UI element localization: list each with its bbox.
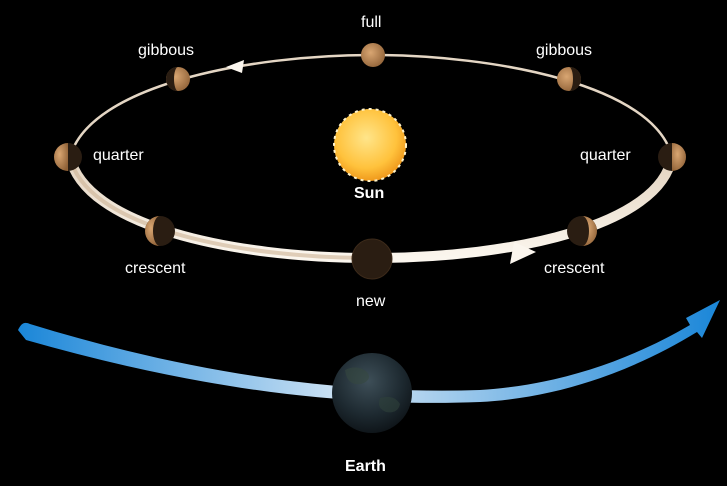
- orbit-arrow-top-icon: [226, 60, 244, 73]
- earth-orbit-path: [18, 300, 720, 403]
- label-gibbous-right: gibbous: [536, 42, 593, 59]
- label-crescent-left: crescent: [125, 260, 186, 277]
- moon-crescent-right-icon: [567, 216, 597, 246]
- label-full: full: [361, 14, 382, 31]
- earth: [332, 353, 412, 433]
- label-quarter-left: quarter: [93, 147, 144, 164]
- moon-gibbous-right-icon: [557, 67, 581, 91]
- moon-new-icon: [351, 238, 393, 280]
- sun: [333, 108, 407, 182]
- moon-quarter-right-icon: [658, 143, 686, 171]
- label-quarter-right: quarter: [580, 147, 631, 164]
- moon-gibbous-left-icon: [166, 67, 190, 91]
- moon-crescent-left-icon: [145, 216, 175, 246]
- label-sun: Sun: [354, 185, 385, 202]
- orbit-arrow-bottom-icon: [510, 242, 536, 264]
- label-earth: Earth: [345, 458, 386, 475]
- orbit-lower-shade: [68, 156, 373, 260]
- label-crescent-right: crescent: [544, 260, 605, 277]
- label-gibbous-left: gibbous: [138, 42, 195, 59]
- label-new: new: [356, 293, 386, 310]
- moon-quarter-left-icon: [54, 143, 82, 171]
- moon-full-icon: [361, 43, 385, 67]
